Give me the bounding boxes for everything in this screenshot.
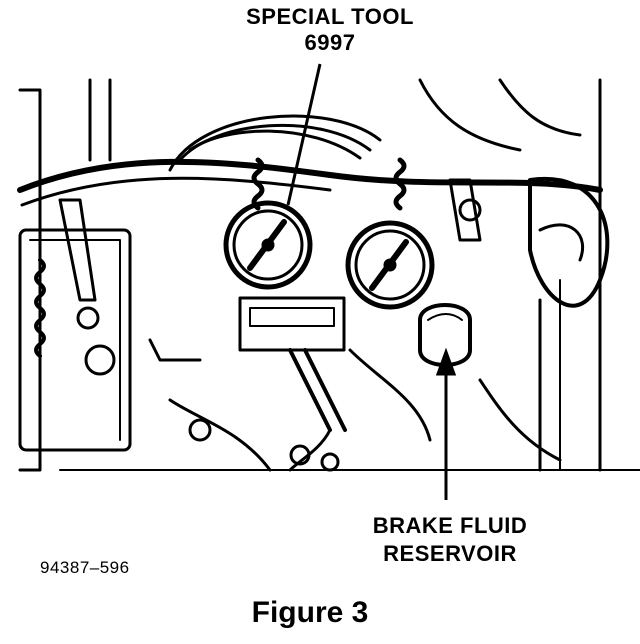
spring-left bbox=[34, 258, 46, 358]
top-hose bbox=[17, 158, 603, 193]
special-tool-label: SPECIAL TOOL bbox=[246, 4, 414, 29]
tool-manifold bbox=[238, 296, 346, 352]
lever-left bbox=[58, 198, 97, 302]
leader-arrowhead-reservoir bbox=[435, 347, 457, 376]
special-tool-callout: SPECIAL TOOL 6997 bbox=[200, 4, 460, 56]
brake-fluid-reservoir bbox=[418, 303, 472, 367]
bolt-left bbox=[84, 344, 116, 376]
brake-fluid-reservoir-callout: BRAKE FLUID RESERVOIR bbox=[340, 512, 560, 568]
gauge-left bbox=[223, 200, 313, 290]
figure-caption: Figure 3 bbox=[251, 596, 369, 629]
leader-line-special-tool bbox=[286, 63, 322, 206]
right-housing bbox=[528, 176, 610, 308]
left-housing bbox=[18, 228, 132, 452]
special-tool-number: 6997 bbox=[304, 30, 356, 55]
gauge-right bbox=[345, 220, 435, 310]
reservoir-label-line2: RESERVOIR bbox=[383, 541, 517, 566]
coiled-hose-right bbox=[393, 157, 407, 211]
left-frame-edge bbox=[18, 88, 42, 472]
coiled-hose-left bbox=[251, 157, 265, 211]
reservoir-label-line1: BRAKE FLUID bbox=[372, 513, 528, 538]
figure-code: 94387–596 bbox=[40, 558, 130, 577]
bleeder-fitting bbox=[448, 178, 482, 242]
